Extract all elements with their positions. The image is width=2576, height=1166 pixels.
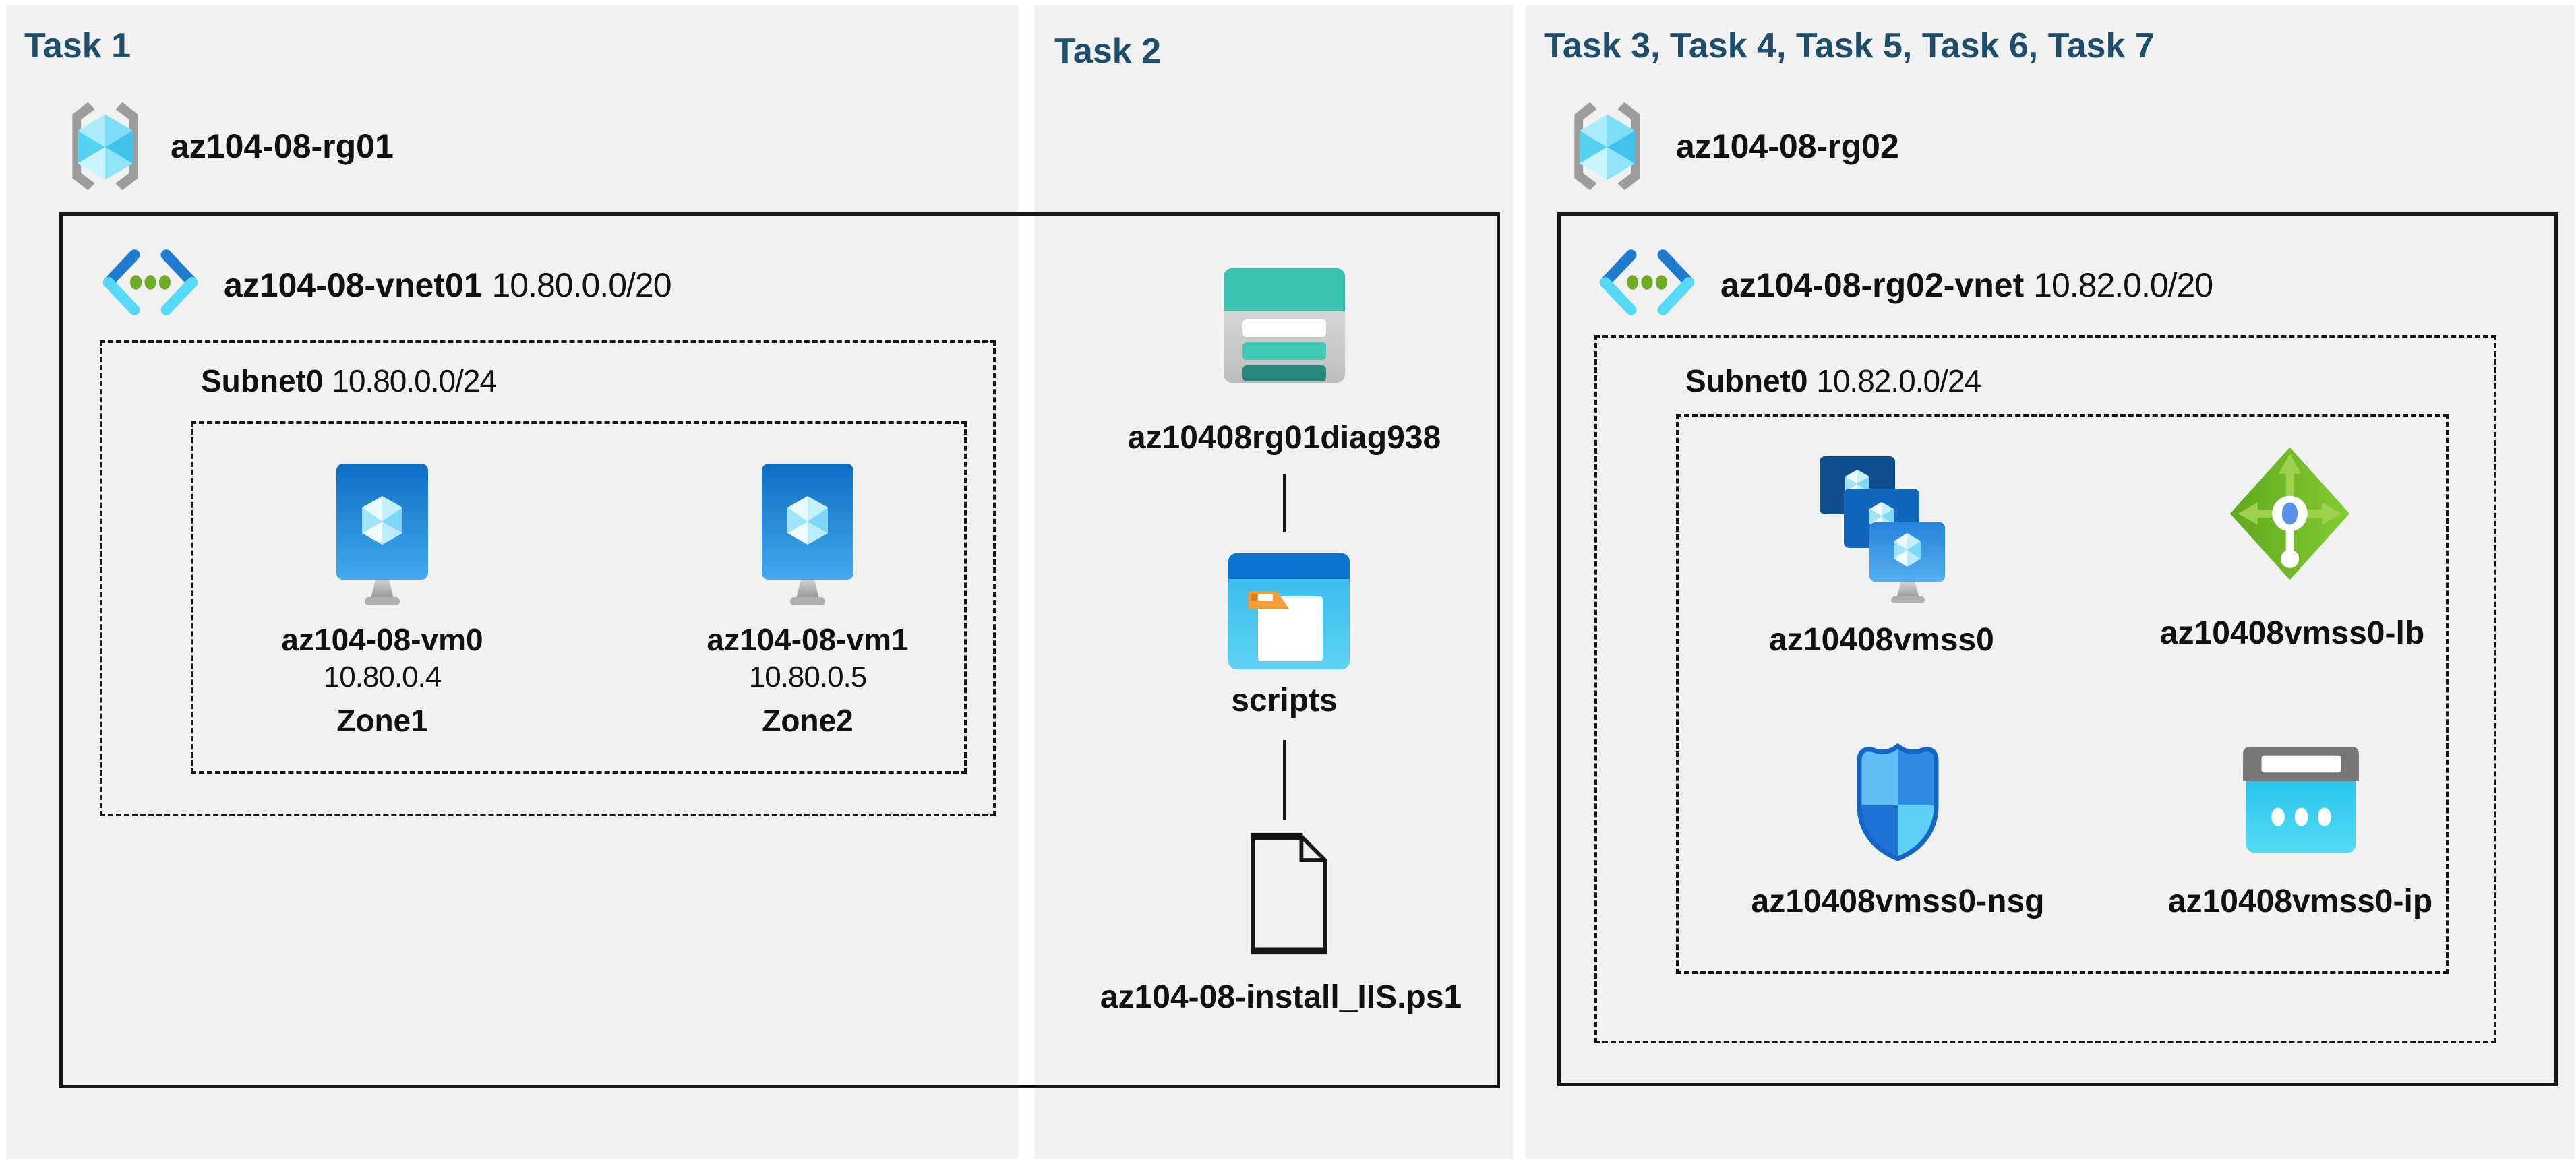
- public-ip-label: az10408vmss0-ip: [2167, 884, 2433, 919]
- blob-container-label: scripts: [1231, 683, 1338, 718]
- connector-line: [1283, 474, 1286, 532]
- zones-box: [191, 421, 967, 774]
- vm0-name: az104-08-vm0: [281, 622, 483, 657]
- vnet1-label: az104-08-vnet01 10.80.0.0/20: [224, 266, 672, 305]
- vm0-zone: Zone1: [336, 703, 428, 738]
- vnet2-label: az104-08-rg02-vnet 10.82.0.0/20: [1720, 266, 2213, 305]
- subnet2-name: Subnet0: [1685, 363, 1808, 398]
- load-balancer-label: az10408vmss0-lb: [2159, 615, 2425, 651]
- vnet1-box: [59, 212, 1500, 1088]
- vnet1-cidr: 10.80.0.0/20: [491, 266, 671, 304]
- load-balancer-icon: [2227, 443, 2352, 584]
- vm0-ip: 10.80.0.4: [323, 661, 442, 694]
- vm-scale-set-icon: [1818, 455, 1946, 603]
- subnet1-box: [100, 340, 996, 816]
- vm1-ip: 10.80.0.5: [748, 661, 867, 694]
- vm1-name: az104-08-vm1: [707, 622, 909, 657]
- vnet2-box: [1557, 212, 2558, 1086]
- panel-task3: [1525, 5, 2575, 1159]
- nsg-label: az10408vmss0-nsg: [1751, 884, 2045, 919]
- vnet2-cidr: 10.82.0.0/20: [2033, 266, 2213, 304]
- blob-container-icon: [1228, 553, 1350, 669]
- subnet2-box: [1594, 335, 2496, 1043]
- subnet2-cidr: 10.82.0.0/24: [1816, 363, 1981, 398]
- title-task2: Task 2: [1054, 32, 1162, 71]
- nsg-shield-icon: [1851, 741, 1945, 864]
- vmss-label: az10408vmss0: [1769, 622, 1994, 658]
- vnet2-name: az104-08-rg02-vnet: [1720, 266, 2025, 304]
- virtual-network-icon: [100, 240, 201, 325]
- title-task3: Task 3, Task 4, Task 5, Task 6, Task 7: [1544, 26, 2155, 65]
- public-ip-icon: [2243, 747, 2359, 856]
- subnet2-label: Subnet0 10.82.0.0/24: [1685, 363, 1981, 399]
- resource-group-icon: [62, 98, 148, 194]
- resource-group-icon: [1564, 98, 1650, 194]
- subnet1-name: Subnet0: [201, 363, 324, 398]
- subnet1-cidr: 10.80.0.0/24: [332, 363, 497, 398]
- title-task1: Task 1: [24, 26, 131, 65]
- script-file-label: az104-08-install_IIS.ps1: [1100, 979, 1462, 1015]
- storage-account-icon: [1224, 268, 1345, 383]
- resource-group-label: az104-08-rg02: [1676, 127, 1899, 165]
- vnet1-name: az104-08-vnet01: [224, 266, 483, 304]
- virtual-machine-icon: [335, 462, 429, 611]
- panel-task1: [7, 5, 1018, 1159]
- resources-box: [1676, 414, 2449, 974]
- connector-line: [1283, 740, 1286, 820]
- file-icon: [1247, 828, 1331, 959]
- subnet1-label: Subnet0 10.80.0.0/24: [201, 363, 497, 399]
- virtual-machine-icon: [760, 462, 855, 611]
- virtual-network-icon: [1596, 240, 1698, 325]
- storage-account-label: az10408rg01diag938: [1127, 420, 1441, 456]
- resource-group-label: az104-08-rg01: [171, 127, 394, 165]
- vm1-zone: Zone2: [762, 703, 853, 738]
